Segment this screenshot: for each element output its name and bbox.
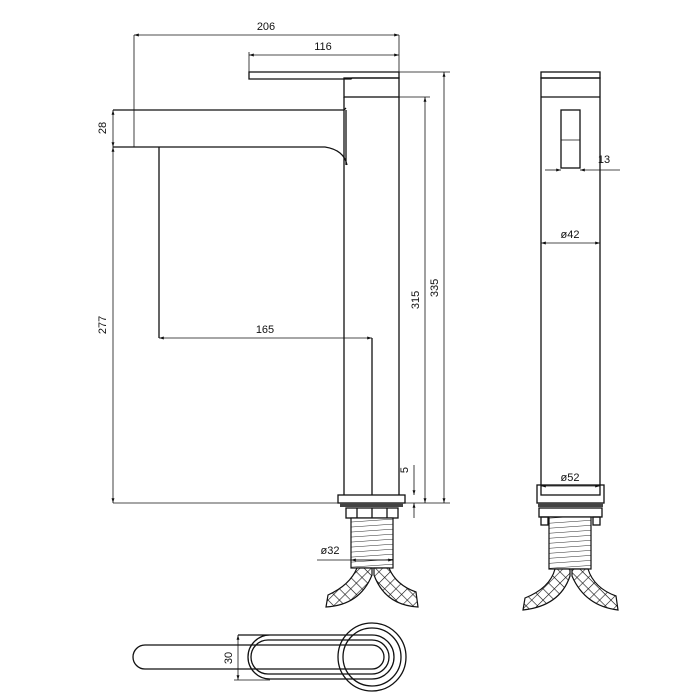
top-lever — [132, 644, 385, 670]
side-body — [540, 77, 601, 496]
front-view: 206 116 28 277 165 315 335 5 ø32 — [97, 21, 450, 608]
dim-base-diameter: ø52 — [561, 472, 580, 484]
dim-handle-length: 116 — [314, 41, 332, 53]
side-view: 13 ø42 ø52 — [522, 71, 620, 611]
base-washer — [340, 503, 403, 507]
flexible-hose-left — [325, 567, 373, 608]
top-view: 30 — [132, 622, 407, 692]
dim-overall-height: 335 — [429, 279, 441, 297]
dim-body-height: 315 — [410, 291, 422, 309]
spout — [113, 107, 348, 166]
dim-lever-width: 30 — [223, 652, 235, 664]
threaded-shank — [350, 517, 394, 569]
base-flange — [337, 494, 406, 504]
top-base-outer-circle — [337, 622, 407, 692]
side-handle-slot — [560, 109, 581, 169]
flexible-hose-right — [373, 567, 419, 608]
dim-spout-clearance: 277 — [97, 316, 109, 334]
dim-slot-width: 13 — [598, 154, 610, 166]
side-base-flange — [536, 484, 605, 504]
side-threaded-shank — [548, 516, 592, 570]
body-column — [343, 97, 400, 495]
dim-spout-height: 28 — [97, 122, 109, 134]
top-body-circle — [342, 627, 402, 687]
side-handle — [540, 71, 601, 79]
dim-thread-diameter: ø32 — [321, 545, 340, 557]
side-hose-left — [522, 568, 571, 611]
dim-body-diameter: ø42 — [561, 229, 580, 241]
dim-overall-width: 206 — [257, 21, 275, 33]
dim-base-thickness: 5 — [399, 467, 411, 473]
side-hose-right — [571, 568, 619, 611]
dim-spout-reach: 165 — [256, 324, 274, 336]
body-top-block — [343, 77, 400, 98]
